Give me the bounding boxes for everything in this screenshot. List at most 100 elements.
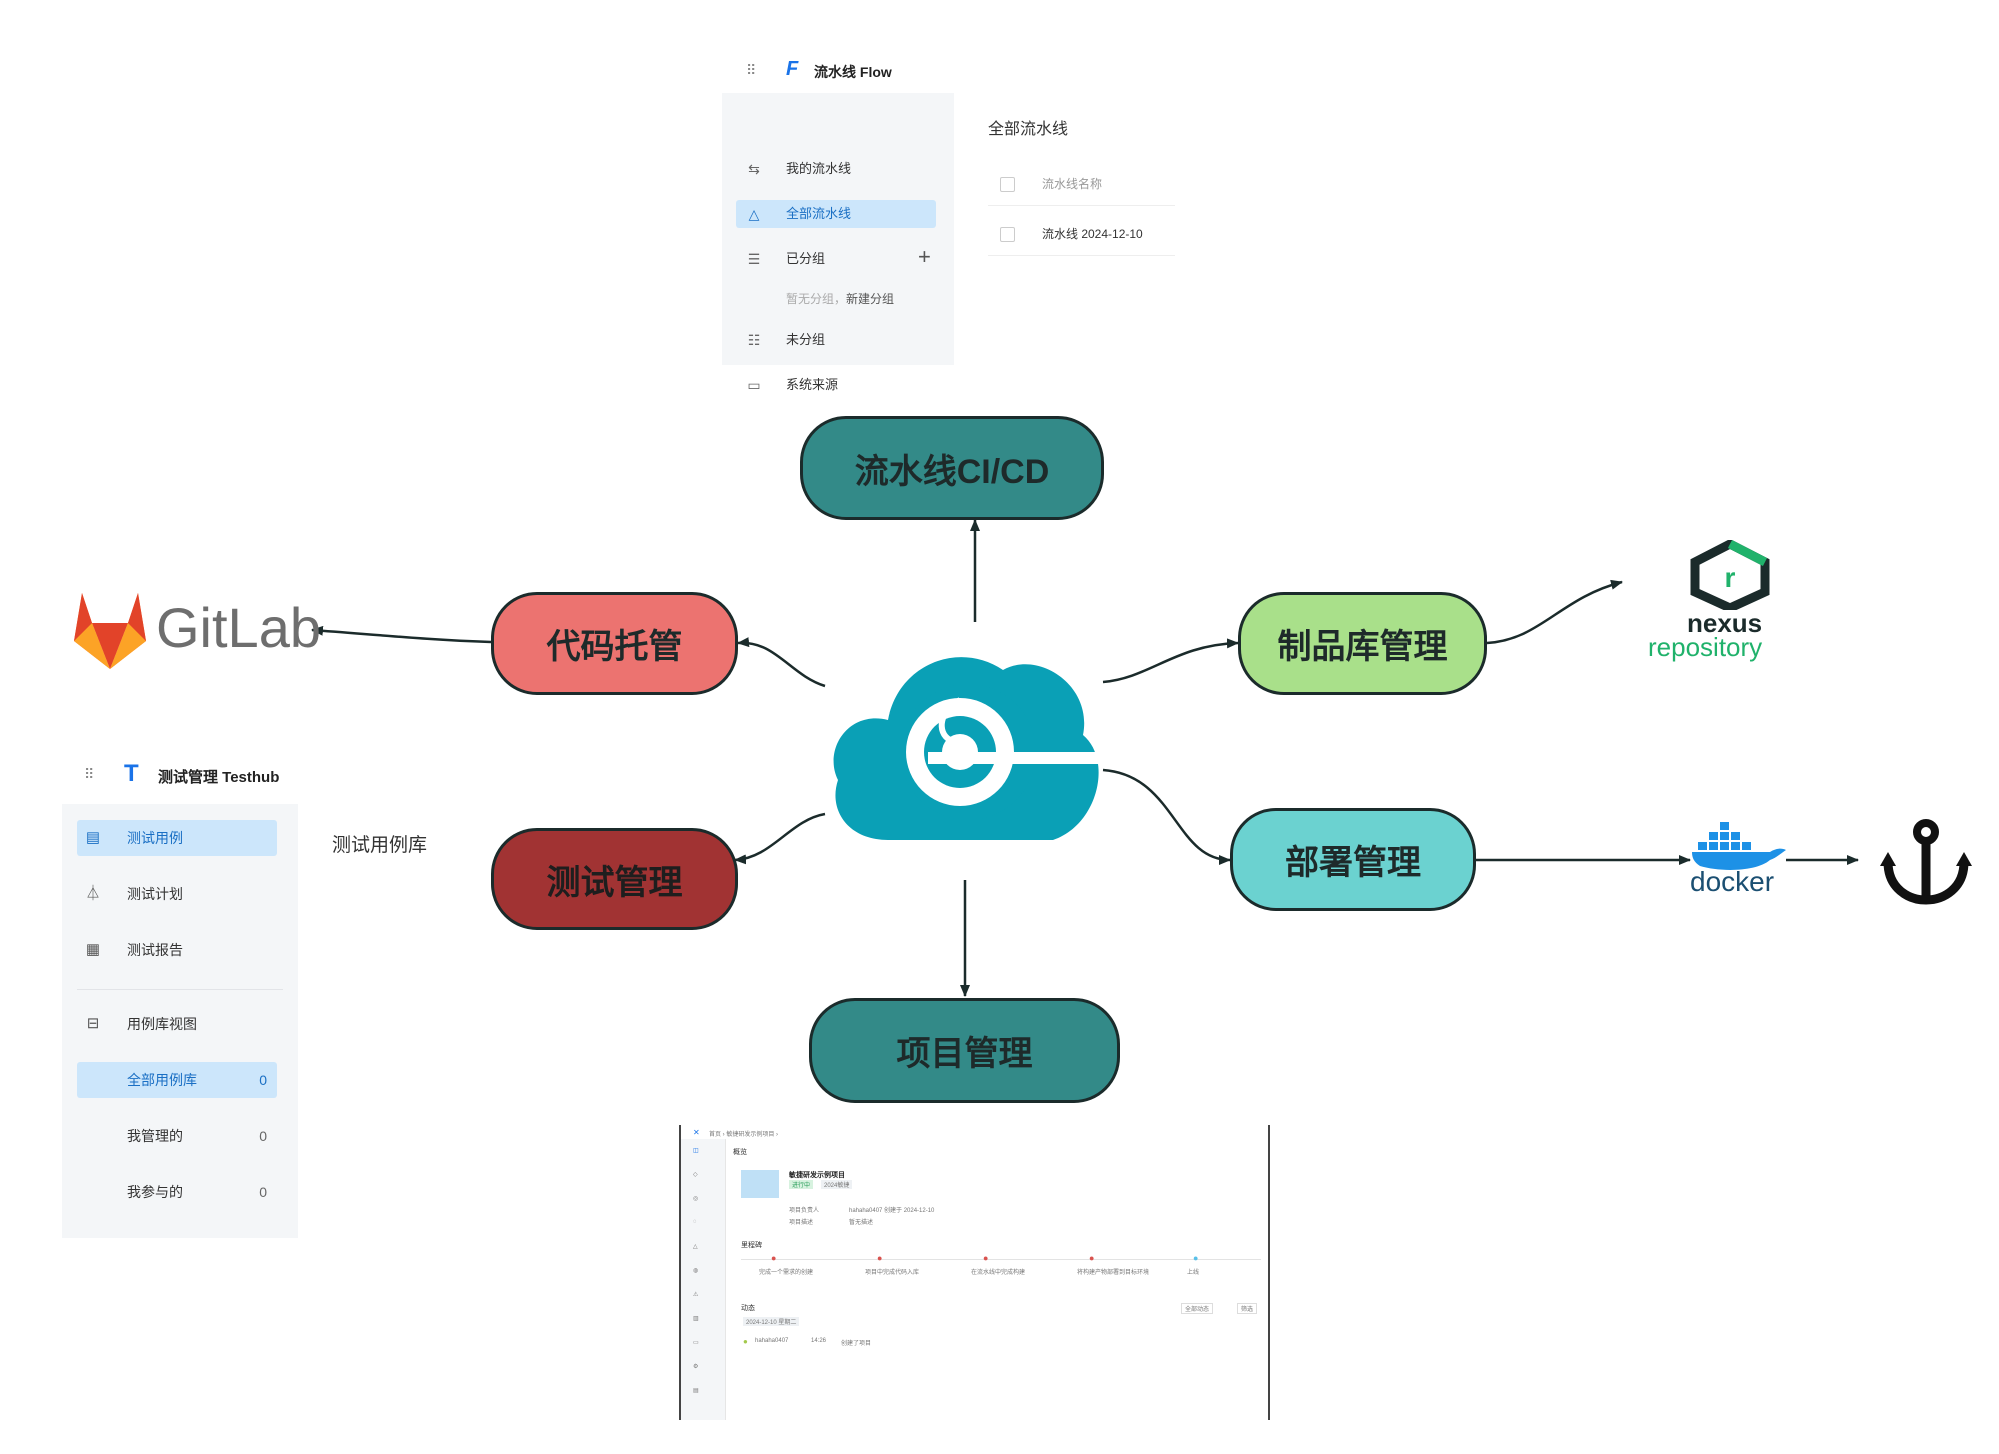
- row-checkbox[interactable]: [1000, 227, 1015, 242]
- sidebar-icon[interactable]: ◇: [693, 1172, 698, 1178]
- project-name: 敏捷研发示例项目: [789, 1172, 845, 1179]
- flow-nav-ungrouped[interactable]: ☷ 未分组: [736, 326, 936, 354]
- manager-label: 项目负责人: [789, 1208, 820, 1214]
- activity-date: 2024-12-10 星期二: [743, 1317, 800, 1326]
- flow-nav-label: 未分组: [786, 332, 826, 347]
- library-count: 0: [259, 1128, 267, 1144]
- testhub-sidebar: ▤ 测试用例 ⏃ 测试计划 ▦ 测试报告 ⊟ 用例库视图 全部用例库 0 我管理…: [62, 804, 298, 1238]
- activity-user[interactable]: hahaha0407: [755, 1338, 789, 1344]
- test-nav-reports[interactable]: ▦ 测试报告: [77, 932, 277, 968]
- flow-nav-grouped[interactable]: ☰ 已分组 +: [736, 244, 936, 273]
- flow-nav-system-source[interactable]: ▭ 系统来源: [736, 371, 936, 399]
- tag-badge: 2024敏捷: [821, 1180, 853, 1189]
- flow-nav-my-pipelines[interactable]: ⇆ 我的流水线: [736, 155, 936, 183]
- milestone-line: [741, 1259, 1261, 1260]
- library-count: 0: [259, 1072, 267, 1088]
- test-nav-label: 用例库视图: [127, 1016, 197, 1032]
- anchor-icon: [1880, 819, 1972, 905]
- pipeline-name[interactable]: 流水线 2024-12-10: [1042, 227, 1143, 241]
- filter-button[interactable]: 筛选: [1237, 1303, 1258, 1314]
- activity-filter-select[interactable]: 全部动态: [1181, 1303, 1214, 1314]
- library-joined[interactable]: 我参与的 0: [77, 1174, 277, 1210]
- test-nav-label: 测试报告: [127, 942, 183, 958]
- test-nav-label: 测试用例: [127, 830, 183, 846]
- milestone-marker-icon: ●: [771, 1253, 777, 1263]
- node-project[interactable]: 项目管理: [809, 998, 1120, 1103]
- arrow-artifact-to-nexus: [1486, 579, 1623, 645]
- sidebar-icon[interactable]: △: [693, 1244, 698, 1250]
- node-artifact[interactable]: 制品库管理: [1238, 592, 1487, 695]
- activity-title: 动态: [741, 1305, 755, 1312]
- flow-logo-icon: F: [786, 58, 799, 80]
- flow-nav-label: 系统来源: [786, 377, 839, 392]
- library-all[interactable]: 全部用例库 0: [77, 1062, 277, 1098]
- test-nav-plans[interactable]: ⏃ 测试计划: [77, 876, 277, 912]
- sidebar-icon[interactable]: ◍: [693, 1268, 699, 1274]
- sidebar-icon[interactable]: ▤: [693, 1388, 699, 1394]
- node-cicd[interactable]: 流水线CI/CD: [800, 416, 1104, 520]
- svg-text:r: r: [1725, 562, 1736, 593]
- report-icon: ▦: [85, 941, 101, 958]
- flow-nav-label: 全部流水线: [786, 206, 852, 221]
- empty-group-text: 暂无分组，: [786, 292, 847, 306]
- flow-header: ⠿ F 流水线 Flow: [722, 45, 1175, 93]
- activity-text: 创建了项目: [841, 1341, 872, 1347]
- sidebar-icon[interactable]: ▭: [693, 1340, 699, 1346]
- milestone-marker-icon: ●: [1089, 1253, 1095, 1263]
- gitlab-wordmark: GitLab: [156, 596, 321, 659]
- sidebar-divider: [77, 989, 283, 990]
- app-grid-icon[interactable]: ⠿: [84, 766, 95, 782]
- sidebar-icon[interactable]: ▥: [693, 1316, 699, 1322]
- avatar: ●: [743, 1337, 748, 1346]
- project-cover-image: [741, 1170, 779, 1198]
- library-label: 全部用例库: [127, 1072, 197, 1088]
- overview-title: 概览: [733, 1149, 747, 1156]
- flow-nav-all-pipelines[interactable]: △ 全部流水线: [736, 200, 936, 228]
- project-sidebar: ◫ ◇ ◎ ◌ △ ◍ ⚠ ▥ ▭ ⚙ ▤: [681, 1139, 726, 1420]
- docker-wordmark: docker: [1690, 866, 1775, 897]
- manager-value: hahaha0407 创建于 2024-12-10: [849, 1208, 935, 1214]
- sidebar-icon[interactable]: ◎: [693, 1196, 699, 1202]
- test-nav-cases[interactable]: ▤ 测试用例: [77, 820, 277, 856]
- test-nav-library-view[interactable]: ⊟ 用例库视图: [77, 1006, 277, 1042]
- swap-arrows-icon: ⇆: [748, 161, 760, 177]
- milestone-label: 将构建产物部署到目标环境: [1077, 1270, 1150, 1276]
- testhub-title: 测试管理 Testhub: [158, 769, 280, 786]
- desc-value: 暂无描述: [849, 1220, 874, 1226]
- node-label: 制品库管理: [1277, 628, 1448, 666]
- arrow-hub-to-artifact: [1102, 638, 1239, 684]
- clipboard-icon: ▤: [85, 829, 101, 846]
- sidebar-icon[interactable]: ◫: [693, 1148, 699, 1154]
- app-grid-icon[interactable]: ⠿: [746, 62, 758, 78]
- activity-time: 14:26: [811, 1338, 827, 1344]
- breadcrumb[interactable]: 首页 › 敏捷研发示例项目 ›: [709, 1132, 778, 1138]
- test-nav-label: 测试计划: [127, 886, 183, 902]
- sidebar-icon[interactable]: ◌: [693, 1219, 697, 1225]
- group-empty-hint: 暂无分组，新建分组: [786, 290, 894, 307]
- docker-logo: docker: [1690, 820, 1790, 900]
- new-group-link[interactable]: 新建分组: [846, 292, 895, 306]
- milestone-marker-icon: ●: [1193, 1253, 1199, 1263]
- sidebar-icon[interactable]: ⚠: [693, 1292, 699, 1298]
- testhub-content-title: 测试用例库: [332, 835, 428, 856]
- desc-label: 项目描述: [789, 1220, 814, 1226]
- flow-sidebar: ⇆ 我的流水线 △ 全部流水线 ☰ 已分组 + 暂无分组，新建分组 ☷ 未分组 …: [722, 93, 954, 393]
- node-label: 代码托管: [546, 628, 683, 666]
- node-label: 部署管理: [1285, 844, 1421, 882]
- node-code-hosting[interactable]: 代码托管: [491, 592, 738, 695]
- select-all-checkbox[interactable]: [1000, 177, 1015, 192]
- close-icon[interactable]: ✕: [693, 1128, 700, 1137]
- testhub-panel: ⠿ T 测试管理 Testhub ▤ 测试用例 ⏃ 测试计划 ▦ 测试报告 ⊟ …: [62, 748, 452, 1238]
- library-label: 我管理的: [127, 1128, 183, 1144]
- column-header-name: 流水线名称: [1042, 177, 1103, 191]
- node-test[interactable]: 测试管理: [491, 828, 738, 930]
- monitor-icon: ▭: [747, 377, 761, 393]
- library-managed[interactable]: 我管理的 0: [77, 1118, 277, 1154]
- sidebar-icon[interactable]: ⚙: [693, 1364, 699, 1370]
- table-row[interactable]: 流水线 2024-12-10: [988, 213, 1175, 256]
- add-group-icon[interactable]: +: [918, 244, 931, 269]
- node-deploy[interactable]: 部署管理: [1230, 808, 1476, 911]
- nexus-wordmark: nexus: [1687, 608, 1763, 638]
- milestone-marker-icon: ●: [877, 1253, 883, 1263]
